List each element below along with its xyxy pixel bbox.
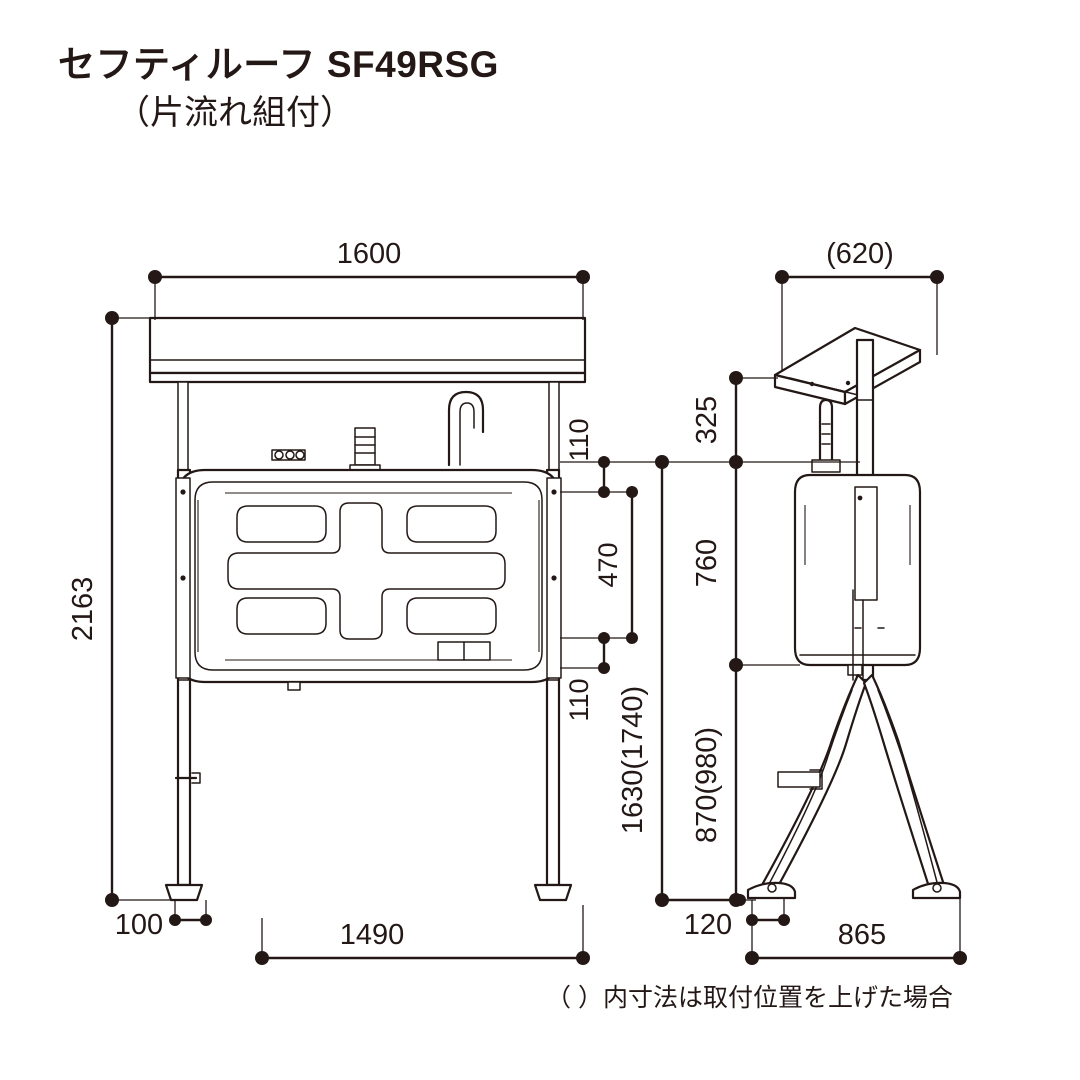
bottom-tab [287,681,301,691]
dim-865: 865 [745,898,967,965]
dim-label-1490: 1490 [340,919,405,951]
valve-cluster [271,449,306,461]
dim-label-100: 100 [115,909,163,941]
dim-label-120: 120 [684,909,732,941]
footnote: （ ）内寸法は取付位置を上げた場合 [546,984,953,1012]
cabinet-frame-front [176,468,561,684]
dimension-lines: 1600 (620) 2163 [67,238,967,965]
page-subtitle: （片流れ組付） [116,93,354,132]
side-elevation-view [746,326,962,900]
front-elevation-view [148,316,587,902]
page-title: セフティルーフ SF49RSG [58,44,499,85]
dim-100: 100 [115,900,212,941]
faucet-front [447,390,485,467]
label-plate [437,641,491,661]
deck-fitting [349,427,381,477]
support-posts-front [177,381,560,471]
legs-side [746,673,962,900]
dim-870: 870(980) [691,665,756,907]
dim-label-865: 865 [838,919,886,951]
dim-label-620: (620) [826,238,894,270]
dim-1630: 1630(1740) [617,455,672,907]
dim-label-110-top: 110 [564,418,594,461]
roof-slab-front [148,316,587,384]
dim-label-110-bottom: 110 [564,678,594,721]
dim-470: 470 [593,486,638,644]
dim-110-top: 110 [560,418,660,498]
dim-1600: 1600 [148,238,590,320]
dim-120: 120 [662,894,790,941]
dim-110-bottom: 110 [560,632,610,722]
dim-label-2163: 2163 [67,577,99,642]
dim-325: 325 [660,371,860,469]
title-block: セフティルーフ SF49RSG （片流れ組付） [58,44,499,133]
dim-620: (620) [775,238,944,372]
dim-label-1630: 1630(1740) [617,686,649,834]
panel-edge-side [852,486,885,681]
dim-label-1600: 1600 [337,238,402,270]
roof-slab-side [773,326,922,406]
faucet-side [811,398,841,473]
dim-label-760: 760 [691,539,723,587]
dim-2163: 2163 [67,311,170,907]
frame-rails [175,477,562,679]
dim-1490: 1490 [255,905,590,965]
dim-label-470: 470 [593,542,623,587]
panel-cutouts [227,502,506,640]
dim-label-325: 325 [691,396,723,444]
dim-label-870: 870(980) [691,727,723,843]
dim-760: 760 [691,462,800,672]
